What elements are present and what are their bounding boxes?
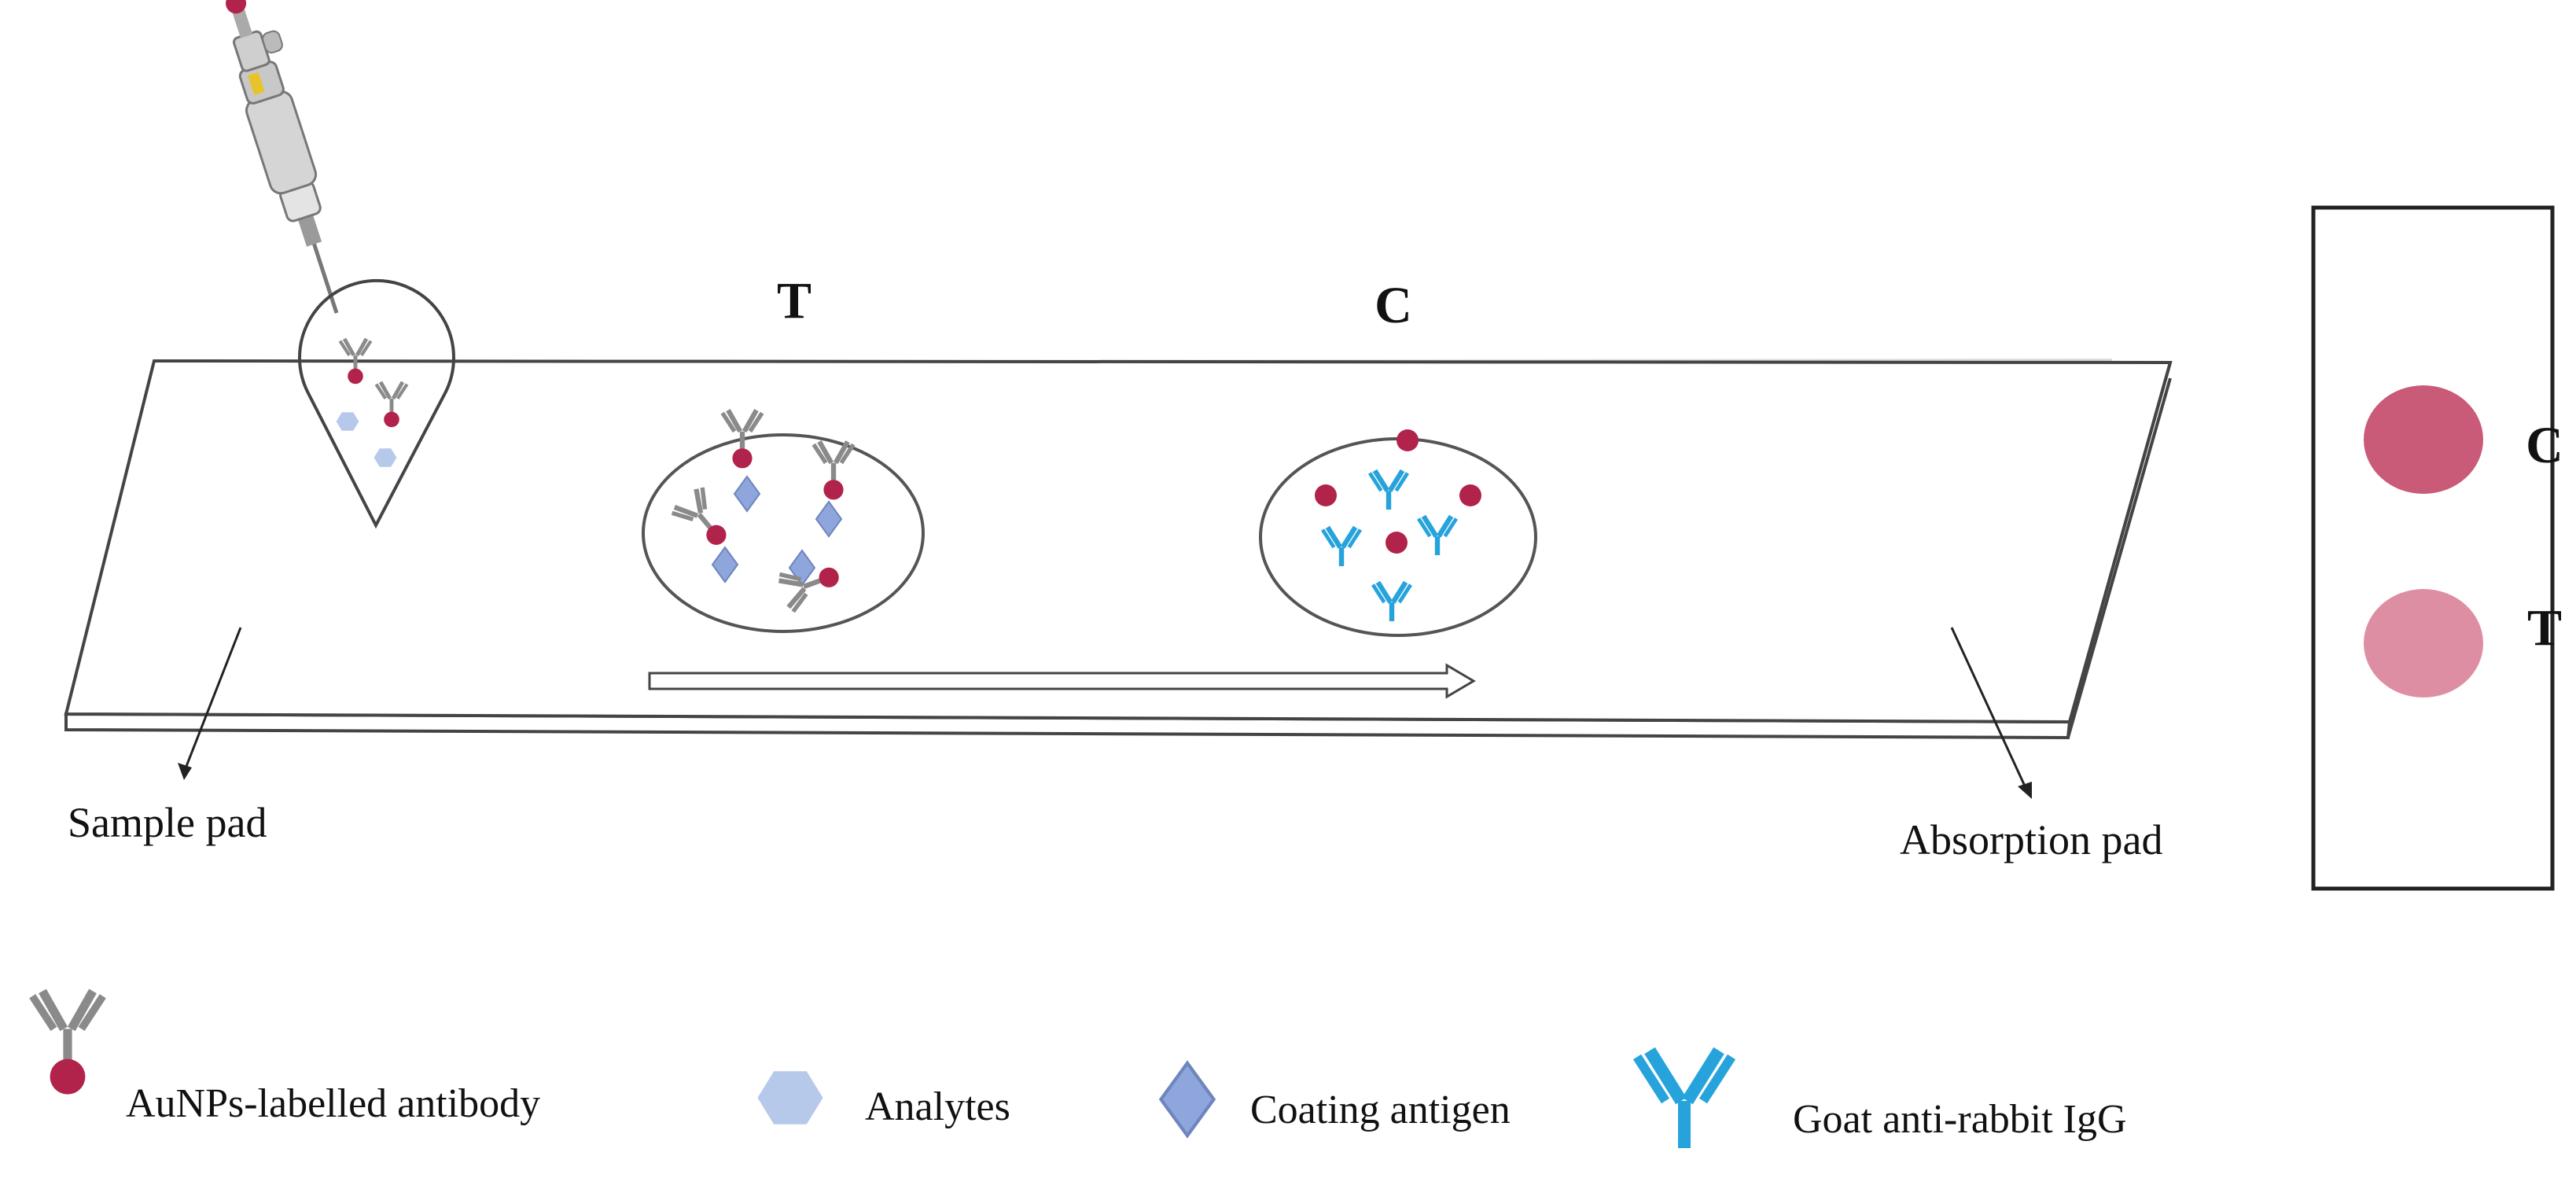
test-zone-label: T bbox=[777, 272, 811, 329]
control-zone-label: C bbox=[1374, 277, 1412, 334]
legend-goat-igg-label: Goat anti-rabbit IgG bbox=[1793, 1097, 2127, 1142]
control-zone bbox=[1259, 429, 1537, 637]
result-test-label: T bbox=[2527, 599, 2562, 657]
sample-pad-pointer bbox=[178, 627, 242, 780]
control-line-dot bbox=[2364, 385, 2483, 494]
legend-coating-antigen-icon bbox=[1161, 1063, 1213, 1136]
legend-goat-igg-icon bbox=[1637, 1051, 1731, 1148]
sample-drop bbox=[298, 278, 455, 529]
legend: AuNPs-labelled antibody Analytes Coating… bbox=[32, 991, 2127, 1148]
test-zone bbox=[642, 410, 925, 633]
legend-antibody-label: AuNPs-labelled antibody bbox=[126, 1081, 540, 1126]
absorption-pad-pointer bbox=[1950, 627, 2032, 799]
pipette-icon bbox=[226, 0, 339, 314]
legend-analyte-icon bbox=[757, 1071, 823, 1125]
test-line-dot bbox=[2364, 589, 2483, 698]
flow-arrow bbox=[648, 663, 1476, 699]
legend-analytes-label: Analytes bbox=[865, 1084, 1010, 1129]
test-strip bbox=[64, 359, 2173, 740]
legend-coating-antigen-label: Coating antigen bbox=[1250, 1088, 1511, 1132]
sample-pad-label: Sample pad bbox=[68, 799, 267, 846]
result-control-label: C bbox=[2526, 417, 2563, 474]
absorption-pad-label: Absorption pad bbox=[1900, 816, 2162, 863]
legend-antibody-icon bbox=[32, 991, 103, 1094]
result-window bbox=[2311, 205, 2555, 891]
